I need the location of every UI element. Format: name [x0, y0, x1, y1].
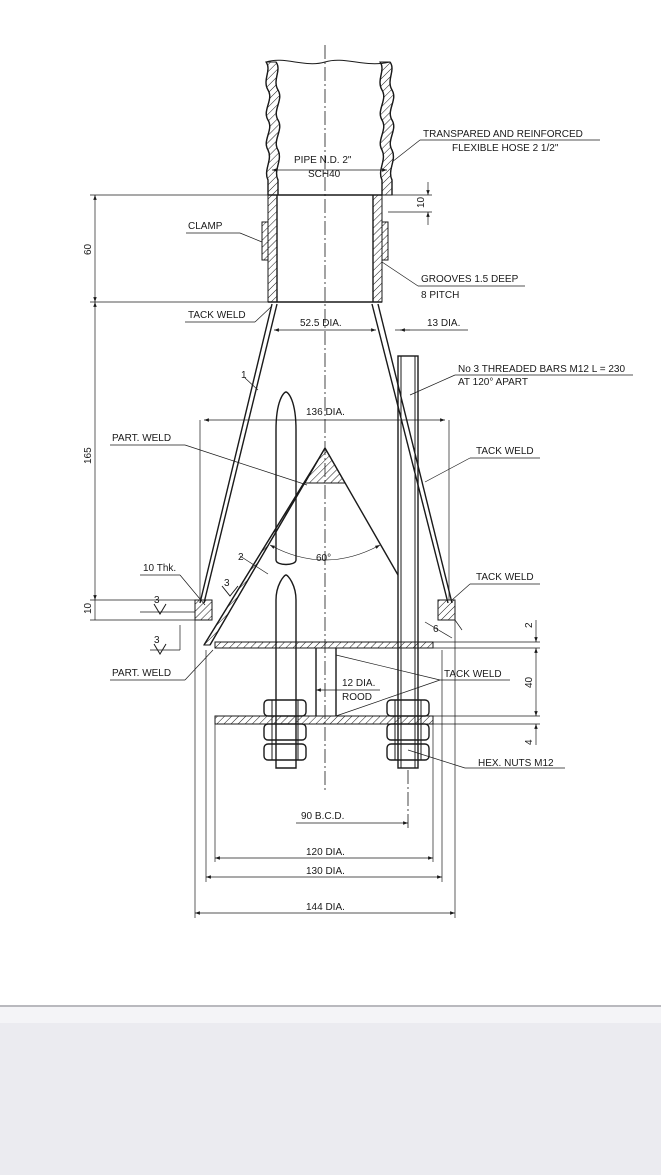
dim-4: 4 [524, 739, 535, 745]
bottom-panel [0, 1007, 661, 1175]
weld-3c: 3 [154, 635, 160, 646]
dia-144-label: 144 DIA. [306, 902, 345, 913]
grooves-label-1: GROOVES 1.5 DEEP [421, 274, 519, 285]
weld-2: 2 [238, 552, 244, 563]
weld-6: 6 [433, 624, 439, 635]
hose-label-2: FLEXIBLE HOSE 2 1/2" [452, 143, 559, 154]
tack-weld-bottom-label: TACK WELD [444, 669, 502, 680]
bcd-label: 90 B.C.D. [301, 811, 344, 822]
dia-130-label: 130 DIA. [306, 866, 345, 877]
dim-165: 165 [83, 447, 94, 464]
tack-weld-right-label: TACK WELD [476, 446, 534, 457]
dia-120-label: 120 DIA. [306, 847, 345, 858]
support-assembly-drawing: PIPE N.D. 2" SCH40 TRANSPARED AND REINFO… [83, 45, 633, 918]
weld-1: 1 [241, 370, 247, 381]
threaded-bar-right [397, 355, 419, 769]
threaded-bars-label-1: No 3 THREADED BARS M12 L = 230 [458, 364, 625, 375]
pipe-label-2: SCH40 [308, 169, 341, 180]
cone-dia-label: 136 DIA. [306, 407, 345, 418]
angle-label: 60° [316, 553, 331, 564]
weld-3b: 3 [154, 595, 160, 606]
dim-60: 60 [83, 243, 94, 255]
dim-40: 40 [524, 676, 535, 688]
dim-2: 2 [524, 622, 535, 628]
clamp-right [381, 221, 389, 261]
page-divider [0, 1005, 661, 1007]
threaded-bar-left [275, 391, 297, 769]
ring-left [194, 599, 213, 621]
dim-10-top: 10 [416, 196, 427, 208]
rod-label-2: ROOD [342, 692, 372, 703]
hex-nuts-label: HEX. NUTS M12 [478, 758, 554, 769]
part-weld-top-label: PART. WELD [112, 433, 171, 444]
pipe-dia-label: 52.5 DIA. [300, 318, 342, 329]
pipe-label-1: PIPE N.D. 2" [294, 155, 352, 166]
thk-label: 10 Thk. [143, 563, 176, 574]
tack-weld-top-label: TACK WELD [188, 310, 246, 321]
clamp-label: CLAMP [188, 221, 223, 232]
grooves-label-2: 8 PITCH [421, 290, 459, 301]
cone [203, 446, 399, 646]
rod-label-1: 12 DIA. [342, 678, 375, 689]
hex-nuts-right [386, 699, 430, 761]
base-plate-upper [214, 641, 434, 649]
bar-dia-label: 13 DIA. [427, 318, 460, 329]
tack-weld-ring-label: TACK WELD [476, 572, 534, 583]
part-weld-bottom-label: PART. WELD [112, 668, 171, 679]
ring-right [437, 599, 456, 621]
clamp-left [261, 221, 269, 261]
base-plate-lower [214, 715, 434, 725]
hex-nuts-left [263, 699, 307, 761]
hose-label-1: TRANSPARED AND REINFORCED [423, 129, 583, 140]
threaded-bars-label-2: AT 120° APART [458, 377, 528, 388]
technical-drawing: PIPE N.D. 2" SCH40 TRANSPARED AND REINFO… [83, 45, 633, 918]
bottom-panel-header [0, 1007, 661, 1023]
dim-10-left: 10 [83, 602, 94, 614]
weld-3a: 3 [224, 578, 230, 589]
pipe-section [261, 194, 389, 303]
